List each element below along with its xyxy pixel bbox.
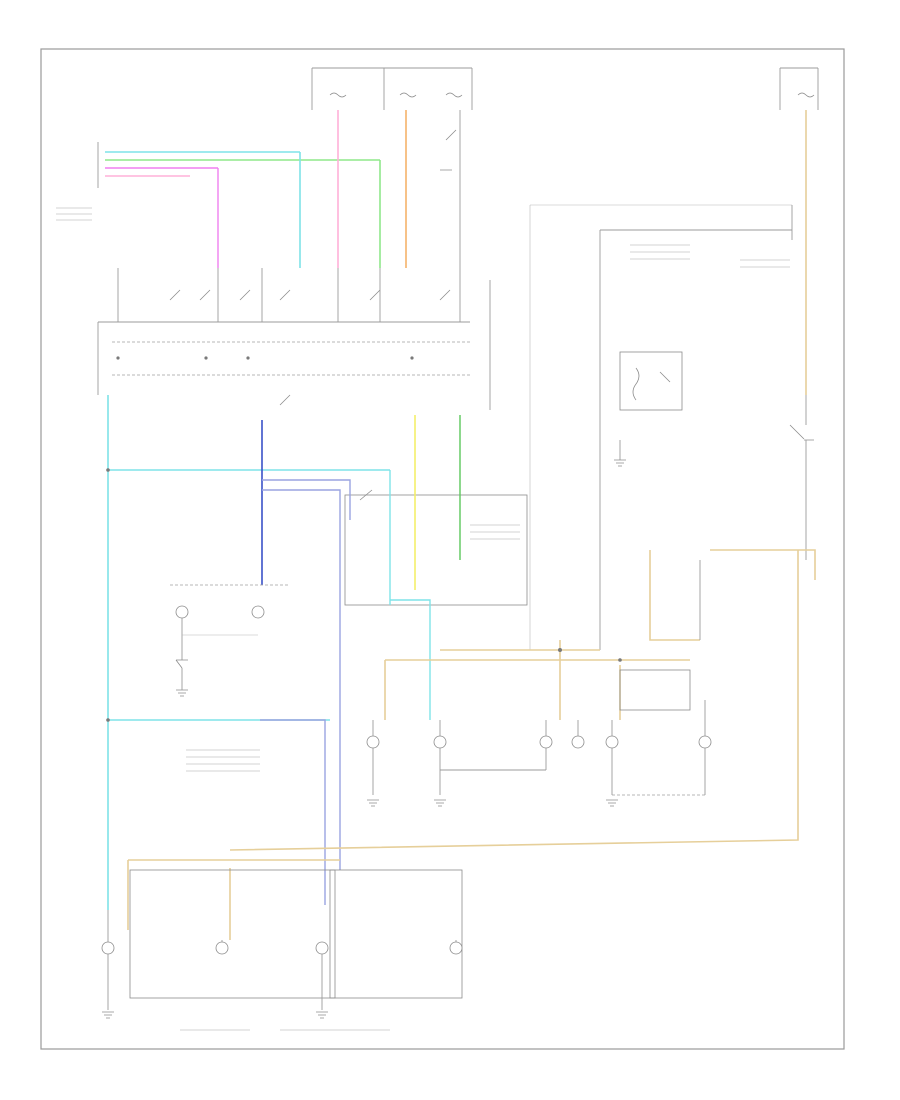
fuse-4-symbol [797,92,815,98]
left-side-marker-lamp [215,941,229,955]
switch-contact-1 [169,289,181,301]
rear-lamp-row [366,700,712,807]
relay-coil [632,367,640,401]
ground-bottom-left [102,1011,114,1019]
ground-front-mid [176,689,188,697]
center-rear-lamp [539,735,553,749]
switch-contact-3 [239,289,251,301]
bottom-lamp-groups [101,869,463,1019]
right-rear-lamp-2 [605,735,619,749]
front-lamps-mid [170,584,290,697]
headlamp-switch-connector [97,142,380,268]
tan-bus [127,549,816,940]
left-front-turn-lamp [101,941,115,955]
relay-box [619,351,683,411]
right-rear-lamp-1 [571,735,585,749]
right-front-park-lamp [251,605,265,619]
fuse-1-symbol [329,92,347,98]
dimmer-switch-symbol [440,129,457,171]
ground-rear-2 [434,799,446,807]
rear-module-outline [619,669,691,711]
license-lamp [698,735,712,749]
fuse-3-symbol [445,92,463,98]
right-side-marker-lamp [449,941,463,955]
left-rear-lamp-1 [366,735,380,749]
dimmer-module [344,415,528,606]
module-outline [344,494,528,606]
relay-contact [659,371,671,383]
right-module-area [529,204,814,650]
label-ticks [56,207,790,1031]
fuse-block-top [311,67,819,110]
switch-contact-5 [369,289,381,301]
cyan-bus [106,395,431,910]
module-switch [359,489,373,501]
bottom-right-box [329,869,463,999]
rear-module [619,560,701,711]
left-front-park-lamp [175,605,189,619]
bottom-left-box [129,869,336,999]
park-brake-switch [789,424,814,441]
ground-bottom-right [316,1011,328,1019]
switch-contact-6 [439,289,451,301]
blue-wires [260,420,351,905]
right-front-turn-lamp [315,941,329,955]
switch-contact-2 [199,289,211,301]
switch-contact-7 [279,394,291,406]
ground-relay [614,459,626,467]
left-rear-lamp-2 [433,735,447,749]
ground-rear-1 [367,799,379,807]
ground-rear-3 [606,799,618,807]
diagram-border [40,48,845,1050]
switch-contact-4 [279,289,291,301]
headlamp-switch-assembly [97,110,491,410]
fuse-2-symbol [399,92,417,98]
